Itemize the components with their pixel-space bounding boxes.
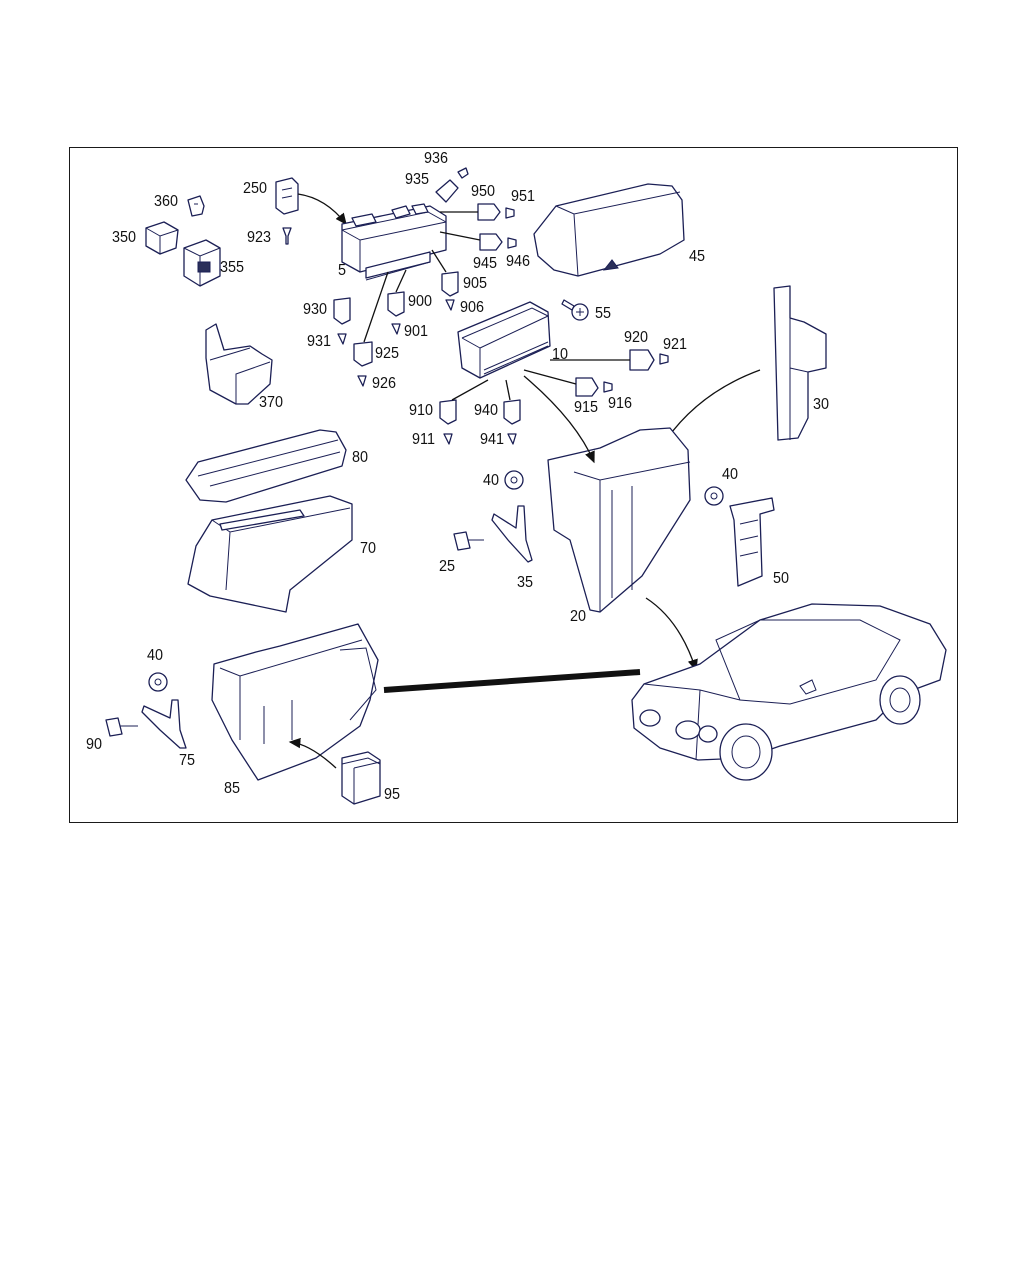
part-250-connector xyxy=(275,177,299,245)
callout-50: 50 xyxy=(773,570,790,587)
car-outline xyxy=(631,603,947,781)
part-40-nut-c xyxy=(148,672,168,692)
callout-935: 935 xyxy=(405,171,430,188)
callout-30: 30 xyxy=(813,396,830,413)
callout-20: 20 xyxy=(570,608,587,625)
part-80-cover xyxy=(185,429,347,503)
callout-951: 951 xyxy=(511,188,536,205)
callout-905: 905 xyxy=(463,275,488,292)
part-70-box xyxy=(187,495,353,613)
callout-926: 926 xyxy=(372,375,397,392)
part-40-nut-a xyxy=(504,470,524,490)
callout-900: 900 xyxy=(408,293,433,310)
callout-10: 10 xyxy=(552,346,569,363)
part-360-relay xyxy=(187,195,205,217)
part-935-936 xyxy=(435,167,469,203)
callout-923: 923 xyxy=(247,229,272,246)
part-920-921 xyxy=(550,349,669,371)
callout-920: 920 xyxy=(624,329,649,346)
part-350-relay xyxy=(145,221,179,255)
part-905-906 xyxy=(431,249,459,311)
callout-901: 901 xyxy=(404,323,429,340)
callout-370: 370 xyxy=(259,394,284,411)
callout-910: 910 xyxy=(409,402,434,419)
part-90-bolt xyxy=(105,717,138,737)
callout-5: 5 xyxy=(338,262,347,279)
callout-250: 250 xyxy=(243,180,268,197)
callout-930: 930 xyxy=(303,301,328,318)
part-85-housing xyxy=(211,623,379,781)
callout-925: 925 xyxy=(375,345,400,362)
callout-950: 950 xyxy=(471,183,496,200)
callout-90: 90 xyxy=(86,736,103,753)
part-930-931 xyxy=(333,297,351,345)
callout-906: 906 xyxy=(460,299,485,316)
callout-921: 921 xyxy=(663,336,688,353)
callout-25: 25 xyxy=(439,558,456,575)
part-355-relay xyxy=(183,239,221,287)
part-940-941 xyxy=(503,379,521,445)
part-45-cover xyxy=(533,183,685,277)
part-95-module xyxy=(341,751,381,805)
callout-80: 80 xyxy=(352,449,369,466)
part-35-bracket xyxy=(491,505,533,563)
part-945-946 xyxy=(439,231,517,251)
callout-40-lower: 40 xyxy=(147,647,164,664)
diagram-frame xyxy=(69,147,958,823)
callout-916: 916 xyxy=(608,395,633,412)
assembly-arrow-thick xyxy=(383,669,641,693)
callout-95: 95 xyxy=(384,786,401,803)
callout-40-upper-right: 40 xyxy=(722,466,739,483)
part-40-nut-b xyxy=(704,486,724,506)
callout-941: 941 xyxy=(480,431,505,448)
callout-355: 355 xyxy=(220,259,245,276)
callout-360: 360 xyxy=(154,193,179,210)
part-950-951 xyxy=(440,203,515,221)
part-30-bracket xyxy=(773,285,827,441)
callout-915: 915 xyxy=(574,399,599,416)
part-5-fuse-relay-box xyxy=(341,203,447,281)
part-20-housing xyxy=(547,427,691,613)
callout-35: 35 xyxy=(517,574,534,591)
callout-946: 946 xyxy=(506,253,531,270)
callout-350: 350 xyxy=(112,229,137,246)
callout-70: 70 xyxy=(360,540,377,557)
callout-911: 911 xyxy=(412,431,435,448)
callout-55: 55 xyxy=(595,305,612,322)
part-925-926 xyxy=(353,271,389,387)
callout-945: 945 xyxy=(473,255,498,272)
callout-936: 936 xyxy=(424,150,449,167)
part-370-bracket xyxy=(205,323,273,405)
part-75-bracket xyxy=(141,699,187,749)
part-10-control-module xyxy=(457,301,551,379)
part-900-901 xyxy=(387,269,407,335)
callout-940: 940 xyxy=(474,402,499,419)
callout-85: 85 xyxy=(224,780,241,797)
part-55-screw xyxy=(561,299,589,321)
part-25-bolt xyxy=(453,531,484,551)
part-910-911 xyxy=(439,379,489,445)
callout-75: 75 xyxy=(179,752,196,769)
part-915-916 xyxy=(523,369,613,397)
part-50-cover xyxy=(729,497,775,587)
callout-45: 45 xyxy=(689,248,706,265)
callout-931: 931 xyxy=(307,333,332,350)
callout-40-upper-left: 40 xyxy=(483,472,500,489)
